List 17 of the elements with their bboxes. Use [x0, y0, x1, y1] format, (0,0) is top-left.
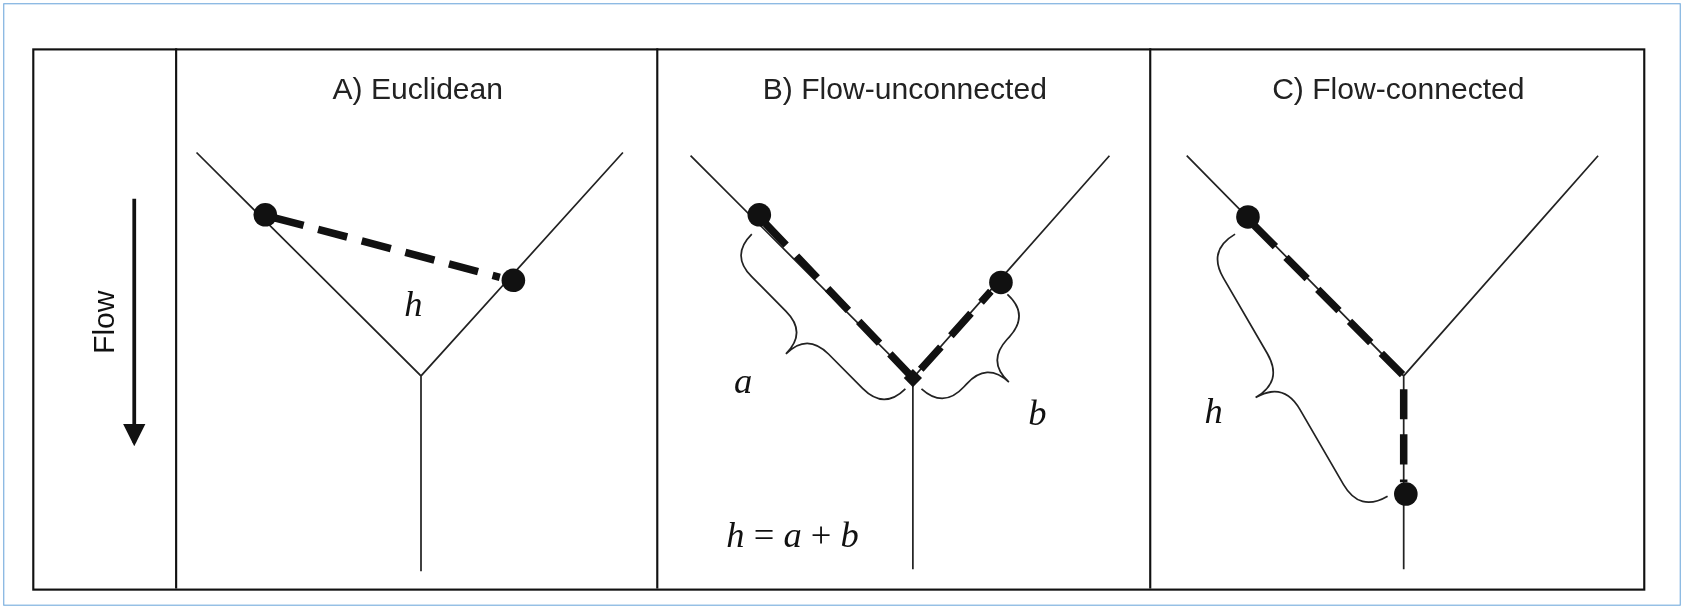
variable-label: a — [734, 360, 753, 402]
variable-label: h — [404, 283, 423, 325]
point-marker — [1236, 205, 1260, 229]
point-marker — [747, 203, 772, 227]
variable-label: b — [1028, 393, 1047, 434]
point-marker — [989, 270, 1013, 295]
variable-label: h — [1204, 390, 1223, 432]
point-marker — [253, 203, 278, 227]
equation-label: h = a + b — [726, 514, 859, 556]
point-marker — [1394, 482, 1418, 506]
point-marker — [501, 268, 526, 293]
dashed-path — [273, 214, 501, 281]
flow-label: Flow — [87, 290, 122, 354]
panel-title: C) Flow-connected — [1272, 71, 1525, 107]
panel-title: B) Flow-unconnected — [762, 71, 1047, 107]
panel-title: A) Euclidean — [332, 71, 504, 107]
dashed-path — [1251, 222, 1408, 483]
